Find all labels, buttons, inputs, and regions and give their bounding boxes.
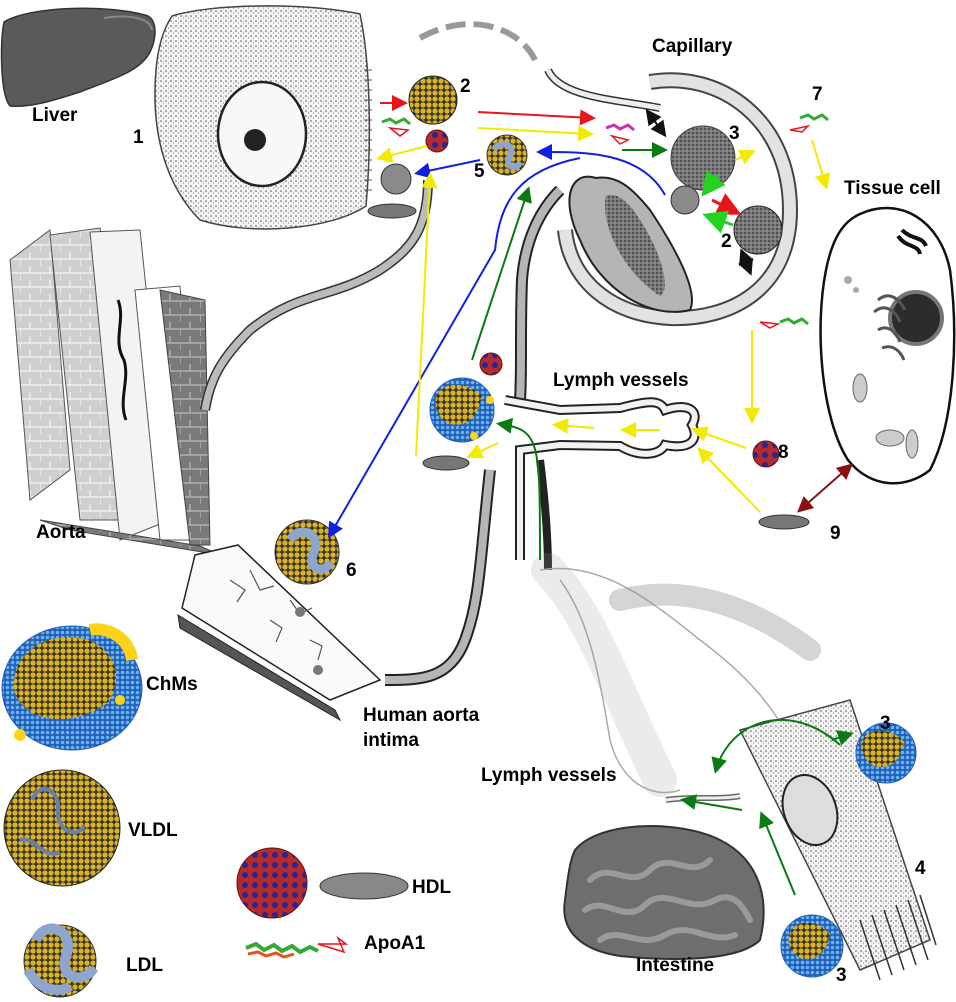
arrow-red-ldl-to-2 — [711, 193, 742, 215]
intestine-organ-icon — [563, 825, 765, 960]
arrow-green-3-lower-to-lymph — [759, 811, 796, 896]
aorta-label: Aorta — [36, 522, 86, 543]
chylomicron-particle-3-upper — [855, 722, 917, 784]
step-9-number: 9 — [830, 523, 841, 544]
lymph-vessels-upper-label: Lymph vessels — [553, 370, 689, 391]
legend-vldl-label: VLDL — [128, 820, 178, 841]
chylomicron-particle-lymph — [429, 377, 495, 443]
legend-hdl-disc-icon — [319, 872, 409, 900]
chylomicron-particle-3-lower — [780, 914, 844, 978]
aorta-wall-icon — [9, 227, 221, 556]
hdl-sphere-8 — [752, 440, 780, 468]
vldl-particle-liver — [408, 75, 458, 125]
step-2-capillary-number: 2 — [721, 231, 732, 252]
step-6-number: 6 — [346, 560, 357, 581]
step-7-number: 7 — [812, 84, 823, 105]
hepatocyte-cell-icon — [154, 5, 372, 230]
apoa1-protein-capillary — [605, 123, 635, 145]
arrow-bgreen-3-to-ldl — [701, 170, 726, 197]
vldl-particle-capillary — [733, 205, 783, 255]
arrow-green-lymph-to-chm — [496, 417, 541, 561]
human-aorta-intima-label-line1: Human aorta — [363, 705, 480, 726]
step-1-number: 1 — [133, 127, 144, 148]
aorta-intima-icon — [177, 544, 382, 722]
hdl-disc-9 — [758, 514, 810, 530]
arrow-green-curve-to-lymph — [711, 719, 841, 774]
ldl-particle-6 — [274, 519, 340, 585]
ldl-particle-capillary — [670, 185, 700, 215]
arrow-green-up-to-capillary — [471, 186, 532, 361]
human-aorta-intima-label-line2: intima — [363, 730, 419, 751]
hdl-disc-lymph — [422, 455, 470, 471]
liver-organ-icon — [0, 7, 156, 108]
arrow-yellow-3-apoa1 — [734, 149, 756, 165]
tissue-cell-icon — [819, 206, 956, 485]
ldl-particle-5 — [486, 134, 528, 176]
ldl-particle-liver — [380, 163, 412, 195]
legend-ldl-label: LDL — [126, 955, 163, 976]
aorta-lymph-vessel — [384, 469, 496, 686]
lymph-vessels-lower-icon — [531, 553, 821, 803]
arrow-bgreen-2-to-ldl — [702, 210, 734, 234]
arrow-blue-capillary-to-5 — [536, 143, 666, 196]
legend-hdl-sphere-icon — [236, 847, 308, 919]
arrow-red-liver-to-capillary — [477, 109, 596, 126]
arrow-darkred-9-tissue — [796, 463, 854, 513]
liver-label: Liver — [32, 105, 78, 126]
legend-apoa1-label: ApoA1 — [364, 933, 426, 954]
hdl-sphere-lymph — [479, 352, 503, 376]
apoa1-protein-lower-capillary — [759, 317, 809, 329]
arrow-yellow-to-liver — [376, 145, 428, 163]
tissue-cell-label: Tissue cell — [844, 178, 941, 199]
arrow-yellow-8-to-lymph — [691, 426, 747, 449]
arrow-yellow-7-to-tissue — [811, 139, 831, 190]
step-4-number: 4 — [915, 858, 926, 879]
step-3-intestine-upper-number: 3 — [880, 713, 891, 734]
arrow-black-2-bidirectional — [738, 248, 754, 276]
legend-chms-label: ChMs — [146, 674, 198, 695]
arrow-yellow-chm-to-disc — [466, 442, 499, 459]
arrow-yellow-9-to-lymph — [697, 447, 761, 513]
arrow-yellow-lymph-2 — [552, 417, 595, 434]
capillary-label: Capillary — [652, 36, 733, 57]
apoa1-protein-7 — [789, 113, 829, 133]
arrow-blue-to-6 — [327, 157, 581, 539]
arrow-green-enterocyte-to-3 — [831, 730, 854, 746]
arrow-blue-to-liver — [414, 159, 481, 179]
lymph-vessels-upper-icon — [504, 395, 700, 571]
hdl-sphere-liver — [425, 129, 449, 153]
step-8-number: 8 — [778, 442, 789, 463]
arrow-yellow-up-to-liver — [415, 172, 438, 457]
arrow-green-lymph-lower — [680, 794, 743, 811]
arrows-layer — [327, 95, 854, 896]
intestine-label: Intestine — [636, 955, 715, 976]
legend-hdl-label: HDL — [412, 877, 452, 898]
step-5-number: 5 — [474, 161, 485, 182]
capillary-vessel-icon — [418, 21, 799, 327]
arrow-yellow-liver-to-capillary — [477, 125, 594, 142]
legend-apoa1-icon — [245, 935, 349, 959]
hdl-disc-liver — [367, 203, 417, 219]
legend-vldl-icon — [3, 769, 121, 887]
enterocyte-cell-icon — [738, 699, 937, 981]
step-3-capillary-number: 3 — [729, 123, 740, 144]
legend-ldl-icon — [23, 923, 99, 998]
arrow-black-3-bidirectional — [645, 108, 667, 138]
step-2-liver-number: 2 — [460, 76, 471, 97]
step-3-intestine-lower-number: 3 — [836, 965, 847, 986]
chylomicron-remnant-capillary — [670, 125, 736, 191]
apoa1-protein-liver — [381, 117, 411, 137]
legend-chms-icon — [1, 623, 143, 751]
lymph-vessels-lower-label: Lymph vessels — [481, 765, 617, 786]
